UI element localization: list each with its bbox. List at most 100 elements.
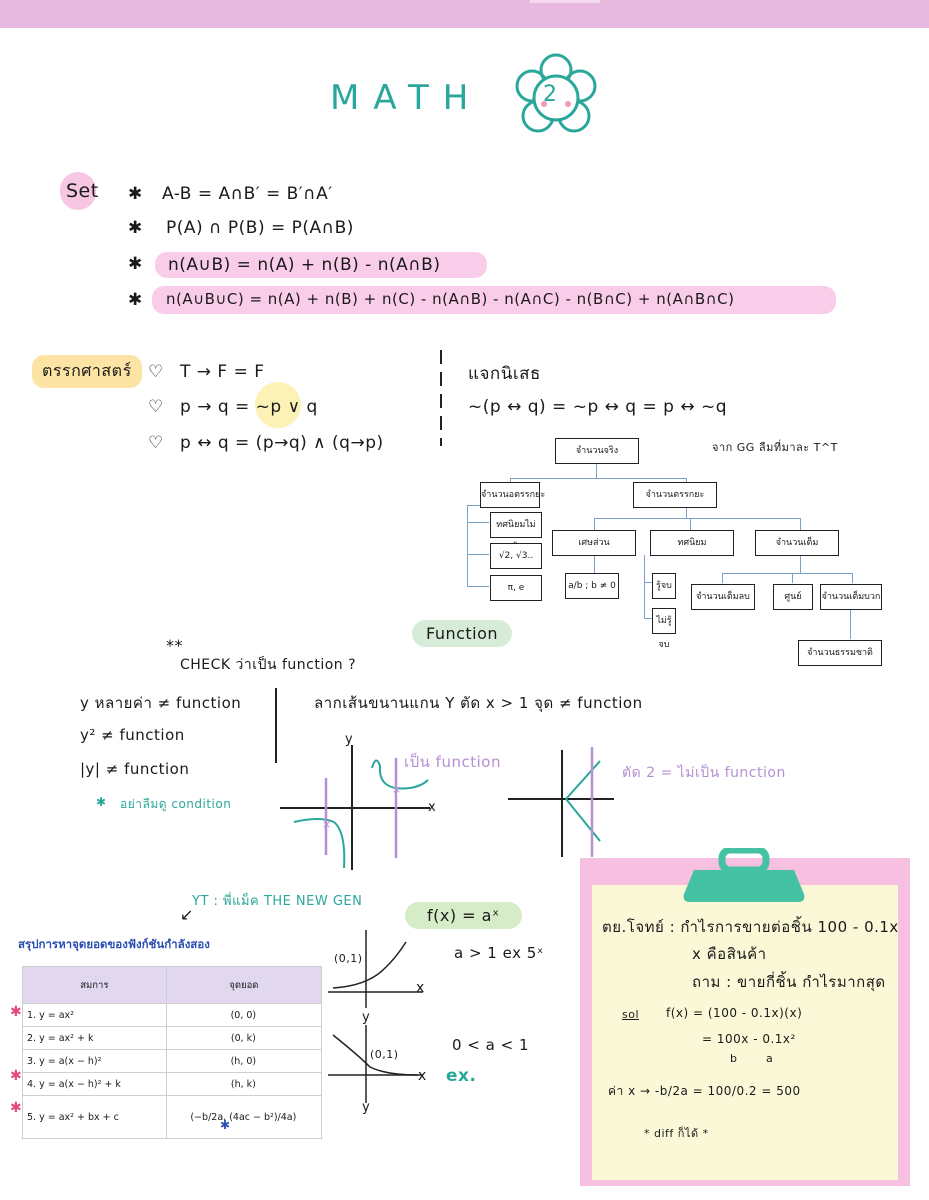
not-function-label: ตัด 2 = ไม่เป็น function [622,765,786,781]
axis-x-label: x [416,980,425,996]
set-formula-1: A-B = A∩B′ = B′∩A′ [162,184,333,204]
function-reminder: อย่าลืมดู condition [120,797,232,811]
tree-node-negative: จำนวนเต็มลบ [691,584,755,610]
tree-node-roots: √2, √3.. [490,543,542,569]
highlight [152,286,836,314]
vertex-table: สมการ จุดยอด 1. y = ax² (0, 0) 2. y = ax… [22,966,323,1139]
logic-line-1: T → F = F [180,362,265,382]
table-row: 1. y = ax² (0, 0) [22,1003,323,1027]
cell-vertex: (0, k) [165,1026,323,1050]
tree-node-fraction: เศษส่วน [552,530,636,556]
cell-eq: 3. y = a(x − h)² [22,1049,167,1073]
yt-note: YT : พี่แม็ค THE NEW GEN [192,894,363,909]
asterisk-mark: ✱ [10,1068,22,1084]
flower-icon [515,53,597,133]
divider [440,350,442,446]
solution-line-4: * diff ก็ได้ * [644,1127,709,1140]
tree-node-nonterminating: ไม่รู้จบ [652,608,676,650]
exp-case-2-ex: ex. [446,1066,477,1086]
set-formula-4: n(A∪B∪C) = n(A) + n(B) + n(C) - n(A∩B) -… [166,290,735,308]
tree-node-terminating: รู้จบ [652,573,676,599]
solution-line-1: f(x) = (100 - 0.1x)(x) [666,1006,803,1020]
cell-eq: 5. y = ax² + bx + c [22,1095,167,1139]
graph-is-function: × × [280,745,430,870]
cell-eq: 2. y = ax² + k [22,1026,167,1050]
col-vertex: จุดยอด [165,966,323,1004]
svg-text:×: × [322,818,331,831]
negation-line: ~(p ↔ q) = ~p ↔ q = p ↔ ~q [468,397,728,417]
tree-node-zero: ศูนย์ [773,584,813,610]
tree-node-pi-e: π, e [490,575,542,601]
cell-vertex: (h, 0) [165,1049,323,1073]
table-row: 2. y = ax² + k (0, k) [22,1026,323,1050]
table-row: 4. y = a(x − h)² + k (h, k) [22,1072,323,1096]
table-row: 3. y = a(x − h)² (h, 0) [22,1049,323,1073]
axis-x-label: x [418,1068,427,1084]
col-equation: สมการ [22,966,167,1004]
solution-b: b [730,1052,738,1065]
cell-eq: 4. y = a(x − h)² + k [22,1072,167,1096]
asterisk-mark: ✱ [10,1004,22,1020]
negation-title: แจกนิเสธ [468,364,541,384]
exponential-tag: f(x) = aˣ [405,902,522,929]
tree-node-nonrepeat: ทศนิยมไม่ซ้ำ [490,512,542,554]
cell-vertex: (−b/2a, (4ac − b²)/4a) [165,1095,323,1139]
heart-icon: ♡ [148,397,164,417]
top-bar [0,0,929,28]
solution-a: a [766,1052,774,1065]
axis-y-label: y [345,732,354,747]
function-tag: Function [412,620,513,647]
table-title: สรุปการหาจุดยอดของฟังก์ชันกำลังสอง [18,937,210,951]
tree-node-irrational: จำนวนอตรรกยะ [480,482,545,508]
set-tag-bg [60,172,96,210]
tree-node-integer: จำนวนเต็ม [755,530,839,556]
clipboard-paper [592,885,898,1180]
logic-line-2: p → q = ~p ∨ q [180,397,318,417]
logic-tag: ตรรกศาสตร์ [32,355,142,388]
tree-node-decimal: ทศนิยม [650,530,734,556]
bullet-star: ✱ [128,218,143,238]
function-rule-3: |y| ≠ function [80,760,190,778]
check-title: CHECK ว่าเป็น function ? [180,657,357,673]
highlight [155,252,487,278]
arrow-icon: ↙ [180,905,194,924]
solution-line-3: ค่า x → -b/2a = 100/0.2 = 500 [608,1084,801,1098]
function-rule-2: y² ≠ function [80,726,185,744]
solution-line-2: = 100x - 0.1x² [702,1032,796,1046]
exp-case-2: 0 < a < 1 [452,1036,529,1054]
svg-text:×: × [392,783,401,796]
cell-eq: 1. y = ax² [22,1003,167,1027]
problem-line-3: ถาม : ขายกี่ชิ้น กำไรมากสุด [692,973,886,991]
set-formula-3: n(A∪B) = n(A) + n(B) - n(A∩B) [168,255,441,275]
check-stars: ** [166,636,183,655]
graph-not-function [508,747,614,857]
top-bar-notch [530,0,600,3]
tree-node-natural: จำนวนธรรมชาติ [798,640,882,666]
axis-y-label: y [362,1100,371,1115]
exp-point-2: (0,1) [370,1048,399,1061]
problem-line-1: ตย.โจทย์ : กำไรการขายต่อชิ้น 100 - 0.1x [602,918,899,936]
flower-number: 2 [543,82,557,107]
tree-note: จาก GG ลืมที่มาละ T^T [712,441,838,454]
logic-line-3: p ↔ q = (p→q) ∧ (q→p) [180,433,384,453]
axis-x-label: x [428,800,437,815]
set-tag: Set [66,180,99,202]
highlight-circle [255,382,301,428]
asterisk-mark: ✱ [10,1100,22,1116]
bullet-star: ✱ [96,795,107,809]
page-title: MATH [330,78,483,118]
bullet-star: ✱ [128,290,143,310]
set-formula-2: P(A) ∩ P(B) = P(A∩B) [166,218,354,238]
problem-line-2: x คือสินค้า [692,945,767,963]
vertical-line-test: ลากเส้นขนานแกน Y ตัด x > 1 จุด ≠ functio… [314,694,643,712]
graph-exp-growth [328,930,423,1008]
exp-case-1: a > 1 ex 5ˣ [454,944,544,962]
bullet-star: ✱ [128,184,143,204]
tree-node-positive: จำนวนเต็มบวก [820,584,882,610]
asterisk-mark: ✱ [220,1118,231,1132]
function-rule-1: y หลายค่า ≠ function [80,694,242,712]
solution-label: sol [622,1008,640,1021]
heart-icon: ♡ [148,433,164,453]
axis-y-label: y [362,1010,371,1025]
divider [275,688,277,763]
